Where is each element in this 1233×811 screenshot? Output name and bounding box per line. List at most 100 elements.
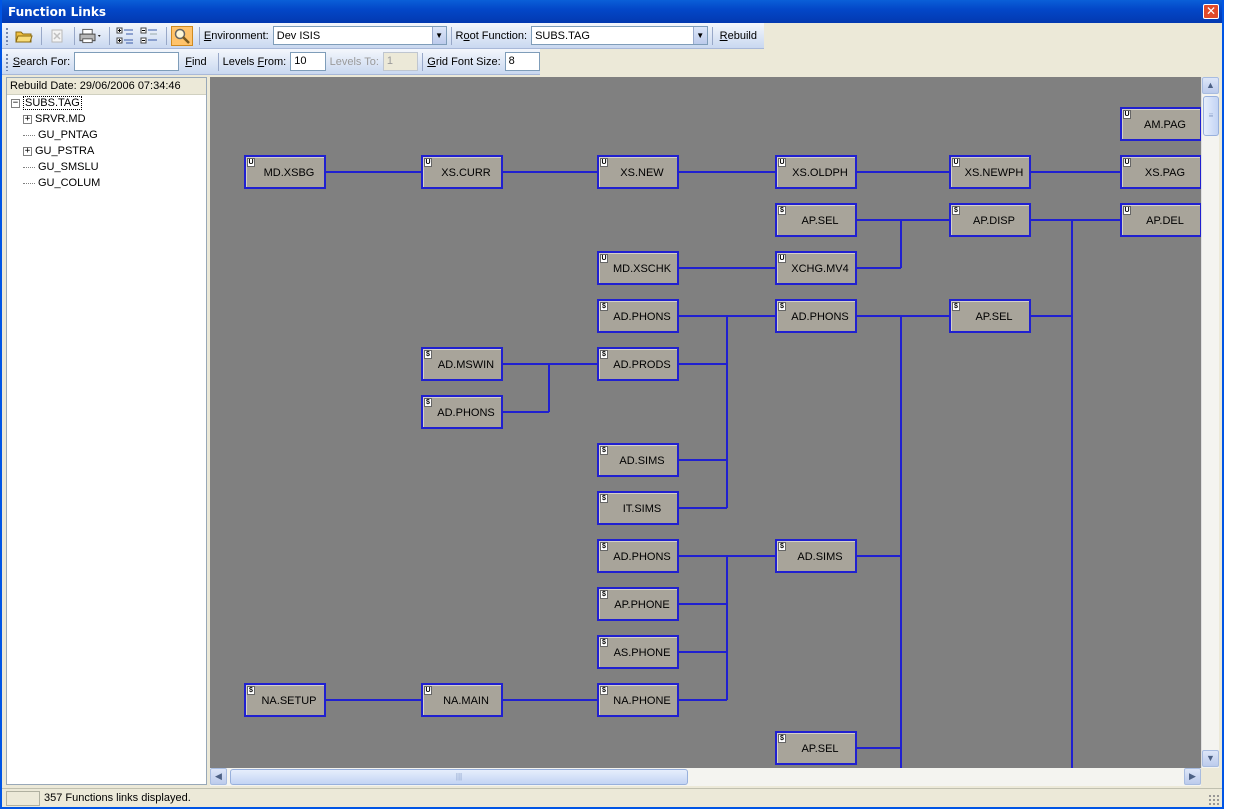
node-type-badge: $ bbox=[778, 302, 786, 311]
tree-node[interactable]: +SRVR.MD bbox=[11, 111, 206, 127]
toolbar-grip-icon[interactable] bbox=[5, 26, 10, 45]
function-node[interactable]: $AP.PHONE bbox=[597, 587, 679, 621]
node-type-badge: $ bbox=[952, 206, 960, 215]
tree-node[interactable]: GU_SMSLU bbox=[11, 159, 206, 175]
tree-connector bbox=[23, 134, 35, 136]
print-button[interactable] bbox=[79, 26, 104, 46]
node-type-badge: $ bbox=[600, 542, 608, 551]
node-type-badge: $ bbox=[600, 302, 608, 311]
function-node[interactable]: $AD.PRODS bbox=[597, 347, 679, 381]
tree-node-label[interactable]: GU_SMSLU bbox=[38, 161, 99, 173]
function-node-label: NA.PHONE bbox=[613, 695, 671, 707]
function-node-label: MD.XSCHK bbox=[612, 263, 672, 275]
status-bar: 357 Functions links displayed. bbox=[2, 788, 1222, 807]
function-node-label: AD.SIMS bbox=[797, 551, 843, 563]
resize-grip-icon[interactable] bbox=[1208, 794, 1220, 806]
horizontal-scrollbar[interactable]: ◀ ||| ▶ bbox=[210, 768, 1201, 786]
toolbar-separator bbox=[198, 26, 200, 45]
levels-to-label: Levels To: bbox=[329, 55, 379, 68]
expand-node-icon[interactable]: + bbox=[23, 145, 32, 156]
function-node[interactable]: U XS.CURR bbox=[421, 155, 503, 189]
function-tree-pane: Rebuild Date: 29/06/2006 07:34:46 − SUBS… bbox=[6, 77, 207, 785]
search-label: Search For: bbox=[12, 55, 71, 68]
node-type-badge: U bbox=[424, 158, 432, 167]
expand-all-button[interactable] bbox=[114, 26, 136, 46]
highlight-toggle-button[interactable] bbox=[170, 25, 193, 46]
grid-font-size-input[interactable]: 8 bbox=[504, 52, 541, 71]
tree-node-label[interactable]: GU_PNTAG bbox=[38, 129, 98, 141]
function-node[interactable]: $IT.SIMS bbox=[597, 491, 679, 525]
link-lines bbox=[326, 171, 1120, 768]
rebuild-date: Rebuild Date: 29/06/2006 07:34:46 bbox=[7, 78, 206, 95]
levels-from-input[interactable]: 10 bbox=[290, 52, 326, 71]
tree-node[interactable]: GU_PNTAG bbox=[11, 127, 206, 143]
close-button[interactable]: ✕ bbox=[1203, 4, 1219, 19]
tree-node-label[interactable]: GU_PSTRA bbox=[35, 145, 95, 157]
function-node[interactable]: $AD.SIMS bbox=[597, 443, 679, 477]
function-node[interactable]: $AD.PHONS bbox=[597, 539, 679, 573]
node-type-badge: U bbox=[600, 158, 608, 167]
tree-root[interactable]: − SUBS.TAG bbox=[11, 95, 206, 111]
environment-select[interactable]: Dev ISIS ▼ bbox=[272, 26, 447, 45]
find-button[interactable]: Find bbox=[185, 55, 207, 68]
close-icon[interactable]: ✕ bbox=[1205, 4, 1217, 18]
search-input[interactable] bbox=[74, 52, 180, 71]
levels-to-input[interactable]: 1 bbox=[382, 52, 419, 71]
function-node-label: AD.PRODS bbox=[613, 359, 671, 371]
node-type-badge: $ bbox=[778, 734, 786, 743]
node-type-badge: U bbox=[424, 686, 432, 695]
function-node[interactable]: $AP.SEL bbox=[775, 731, 857, 765]
scroll-right-icon[interactable]: ▶ bbox=[1184, 768, 1201, 785]
toolbar-grip-icon[interactable] bbox=[5, 52, 10, 71]
collapse-node-icon[interactable]: − bbox=[11, 97, 20, 108]
function-node[interactable]: $NA.SETUP bbox=[244, 683, 326, 717]
scroll-left-icon[interactable]: ◀ bbox=[210, 768, 227, 785]
horizontal-scroll-thumb[interactable]: ||| bbox=[230, 769, 688, 785]
function-node[interactable]: $AP.DISP bbox=[949, 203, 1031, 237]
tree-node[interactable]: GU_COLUM bbox=[11, 175, 206, 191]
scroll-down-icon[interactable]: ▼ bbox=[1202, 750, 1219, 767]
function-node-label: XCHG.MV4 bbox=[791, 263, 849, 275]
rebuild-button[interactable]: Rebuild bbox=[719, 29, 757, 42]
highlight-icon bbox=[174, 28, 190, 44]
vertical-scrollbar[interactable]: ▲ ≡ ▼ bbox=[1201, 77, 1219, 768]
open-button[interactable] bbox=[13, 26, 35, 46]
function-node[interactable]: $AP.SEL bbox=[775, 203, 857, 237]
chevron-down-icon[interactable]: ▼ bbox=[431, 27, 446, 44]
function-node[interactable]: $AD.MSWIN bbox=[421, 347, 503, 381]
function-node[interactable]: $AD.PHONS bbox=[597, 299, 679, 333]
function-node[interactable]: $NA.PHONE bbox=[597, 683, 679, 717]
function-node[interactable]: $AP.SEL bbox=[949, 299, 1031, 333]
function-node[interactable]: $AS.PHONE bbox=[597, 635, 679, 669]
vertical-scroll-thumb[interactable]: ≡ bbox=[1203, 96, 1219, 136]
tree-root-label[interactable]: SUBS.TAG bbox=[23, 96, 82, 110]
tree-node[interactable]: +GU_PSTRA bbox=[11, 143, 206, 159]
root-function-select[interactable]: SUBS.TAG ▼ bbox=[531, 26, 708, 45]
function-node[interactable]: $AD.SIMS bbox=[775, 539, 857, 573]
function-node[interactable]: $AD.PHONS bbox=[775, 299, 857, 333]
delete-button[interactable] bbox=[46, 26, 68, 46]
open-folder-icon bbox=[15, 31, 33, 42]
tree-node-label[interactable]: SRVR.MD bbox=[35, 113, 86, 125]
function-node[interactable]: $AD.PHONS bbox=[421, 395, 503, 429]
tree-node-label[interactable]: GU_COLUM bbox=[38, 177, 101, 189]
scroll-up-icon[interactable]: ▲ bbox=[1202, 77, 1219, 94]
function-node-label: AP.SEL bbox=[975, 311, 1013, 323]
collapse-all-button[interactable] bbox=[138, 26, 160, 46]
function-node-label: XS.CURR bbox=[441, 167, 491, 179]
expand-node-icon[interactable]: + bbox=[23, 113, 32, 124]
chevron-down-icon[interactable]: ▼ bbox=[692, 27, 707, 44]
